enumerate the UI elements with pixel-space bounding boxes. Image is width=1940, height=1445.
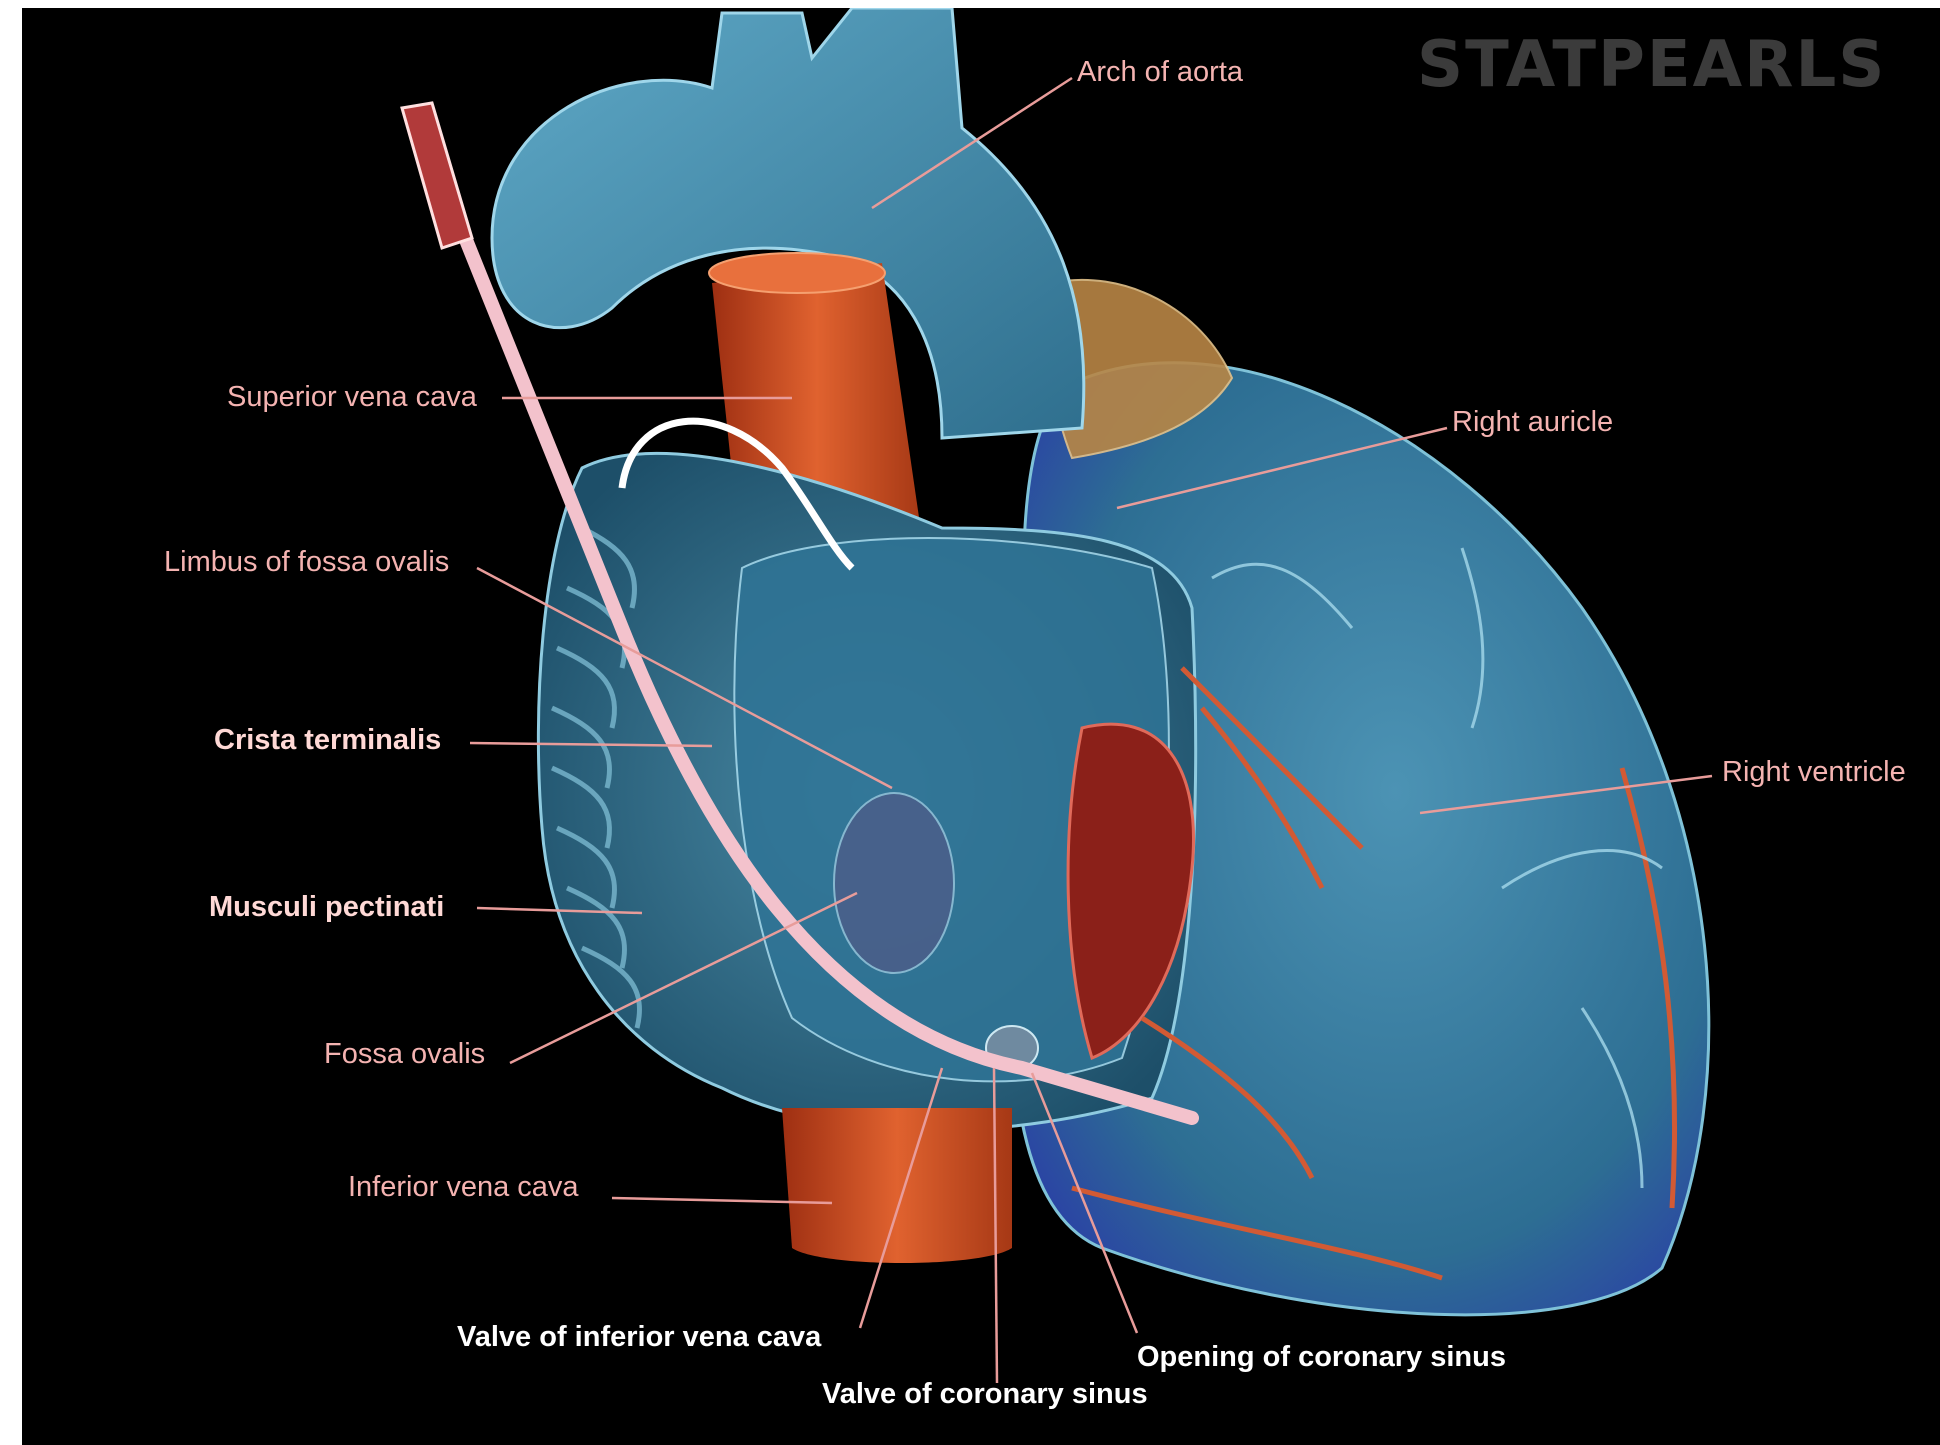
svc-opening: [709, 253, 885, 293]
label-valve-of-inferior-vena-cava: Valve of inferior vena cava: [457, 1323, 821, 1352]
inferior-vena-cava-shape: [782, 1108, 1012, 1263]
fossa-ovalis-shape: [834, 793, 954, 973]
label-arch-of-aorta: Arch of aorta: [1077, 58, 1243, 87]
label-right-auricle: Right auricle: [1452, 408, 1613, 437]
label-opening-of-coronary-sinus: Opening of coronary sinus: [1137, 1343, 1506, 1372]
label-musculi-pectinati: Musculi pectinati: [209, 893, 444, 922]
diagram-canvas: STATPEARLS Arch of aorta Superior vena c…: [22, 8, 1940, 1445]
statpearls-watermark: STATPEARLS: [1417, 28, 1886, 102]
label-superior-vena-cava: Superior vena cava: [227, 383, 477, 412]
label-fossa-ovalis: Fossa ovalis: [324, 1040, 485, 1069]
catheter-tip: [402, 103, 472, 248]
label-inferior-vena-cava: Inferior vena cava: [348, 1173, 579, 1202]
label-crista-terminalis: Crista terminalis: [214, 726, 441, 755]
label-limbus-of-fossa-ovalis: Limbus of fossa ovalis: [164, 548, 449, 577]
label-valve-of-coronary-sinus: Valve of coronary sinus: [822, 1380, 1148, 1409]
label-right-ventricle: Right ventricle: [1722, 758, 1906, 787]
